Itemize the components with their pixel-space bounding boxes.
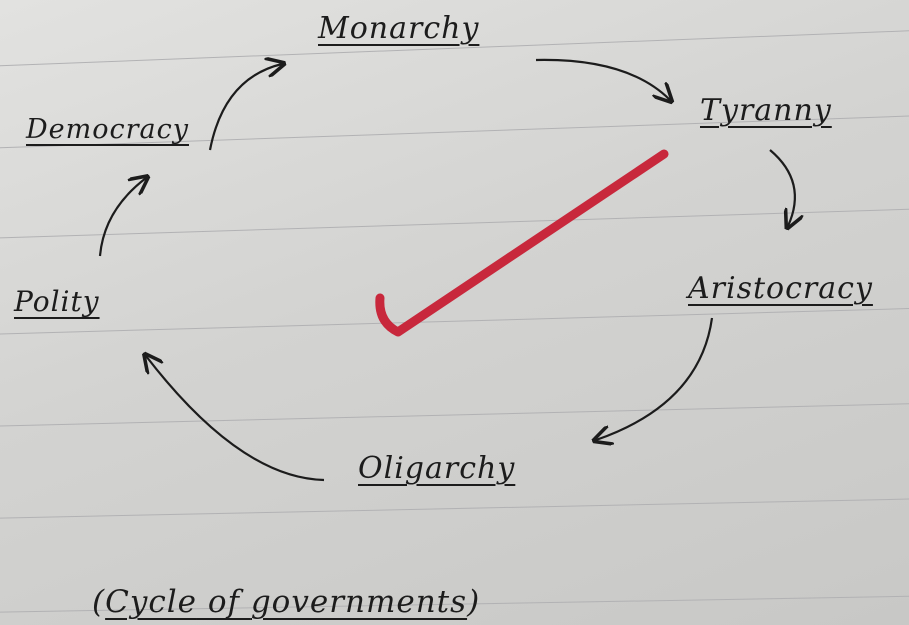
caption-of: of	[196, 584, 251, 620]
caption-close-paren: )	[467, 584, 481, 620]
arrow-tyranny-to-aristocracy	[769, 149, 795, 226]
caption-cycle: Cycle	[105, 584, 197, 620]
arrow-democracy-to-monarchy	[208, 64, 282, 151]
caption-open-paren: (	[92, 584, 106, 620]
node-tyranny: Tyranny	[700, 93, 832, 128]
node-democracy: Democracy	[26, 114, 189, 145]
diagram-caption: (Cycle of governments)	[92, 587, 480, 618]
arrow-polity-to-democracy	[98, 178, 146, 257]
arrow-oligarchy-to-polity	[146, 356, 325, 482]
node-polity: Polity	[14, 285, 100, 318]
red-checkmark-icon	[375, 149, 669, 337]
node-aristocracy: Aristocracy	[688, 271, 873, 306]
arrow-monarchy-to-tyranny	[535, 58, 670, 100]
caption-governments: governments	[250, 584, 468, 620]
node-oligarchy: Oligarchy	[358, 451, 516, 486]
arrow-aristocracy-to-oligarchy	[596, 317, 714, 440]
node-monarchy: Monarchy	[318, 11, 480, 46]
